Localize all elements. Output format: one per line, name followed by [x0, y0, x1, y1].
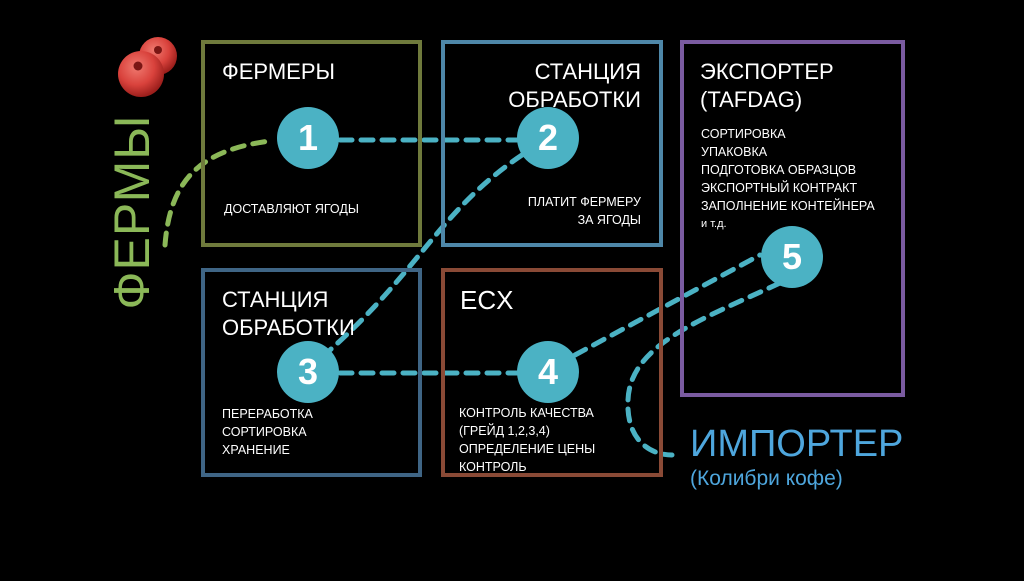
ecx-box	[441, 268, 663, 477]
processing-station-bottom-box	[201, 268, 422, 477]
step-1-marker: 1	[277, 107, 339, 169]
connector-farms-to-1	[162, 138, 273, 248]
farmers-description: ДОСТАВЛЯЮТ ЯГОДЫ	[224, 202, 359, 216]
ecx-title: ECX	[460, 285, 514, 315]
exporter-title: ЭКСПОРТЕР (TAFDAG)	[700, 59, 834, 112]
processing-station-bottom-description: ПЕРЕРАБОТКА СОРТИРОВКА ХРАНЕНИЕ	[222, 407, 313, 457]
berries-icon	[118, 37, 177, 97]
step-3-marker: 3	[277, 341, 339, 403]
importer-title: ИМПОРТЕР	[690, 423, 904, 465]
step-5-marker: 5	[761, 226, 823, 288]
processing-station-bottom-title: СТАНЦИЯ ОБРАБОТКИ	[222, 287, 355, 340]
farms-label: ФЕРМЫ	[104, 114, 160, 310]
processing-station-top-description: ПЛАТИТ ФЕРМЕРУ ЗА ЯГОДЫ	[527, 195, 641, 227]
connector-4-to-5	[572, 252, 763, 358]
connector-2-to-3	[327, 152, 525, 353]
importer-subtitle: (Колибри кофе)	[690, 467, 843, 490]
step-2-marker: 2	[517, 107, 579, 169]
farmers-box	[201, 40, 422, 247]
processing-station-top-box	[441, 40, 663, 247]
exporter-box	[680, 40, 905, 397]
connector-5-to-importer	[625, 280, 783, 458]
farmers-title: ФЕРМЕРЫ	[222, 59, 335, 84]
processing-station-top-title: СТАНЦИЯ ОБРАБОТКИ	[508, 59, 641, 112]
step-4-marker: 4	[517, 341, 579, 403]
exporter-description: СОРТИРОВКА УПАКОВКА ПОДГОТОВКА ОБРАЗЦОВ …	[701, 127, 875, 230]
ecx-description: КОНТРОЛЬ КАЧЕСТВА (ГРЕЙД 1,2,3,4) ОПРЕДЕ…	[459, 406, 596, 474]
